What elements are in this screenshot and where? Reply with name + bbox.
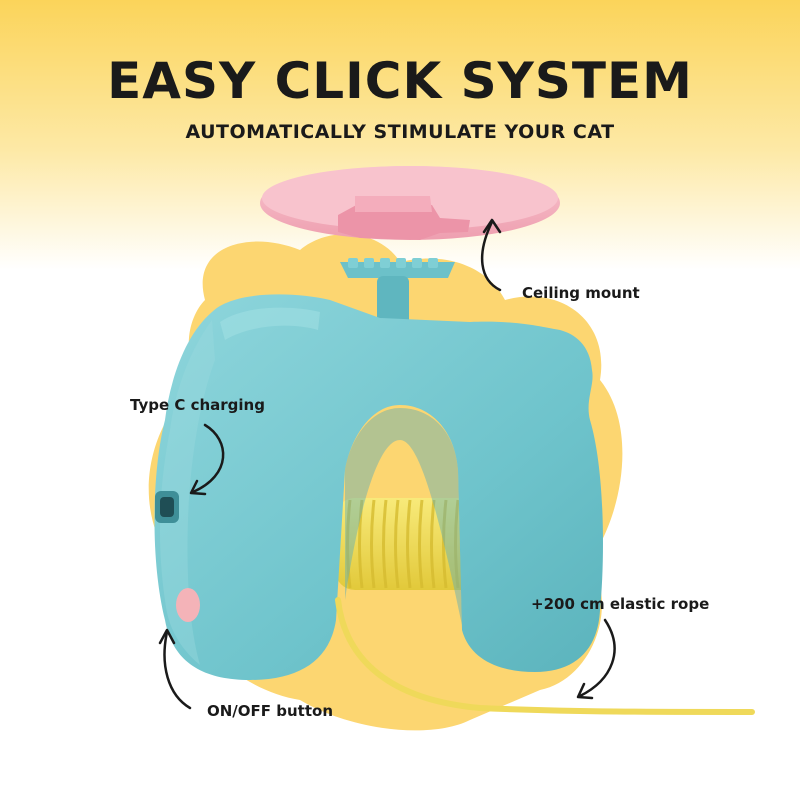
rope-arrow — [576, 618, 616, 700]
on-off-button — [176, 588, 200, 622]
type-c-charging-label: Type C charging — [130, 396, 265, 414]
type-c-port — [155, 491, 179, 523]
on-off-button-label: ON/OFF button — [207, 702, 333, 720]
ceiling-mount-plate — [260, 166, 560, 240]
on-off-arrow — [158, 628, 192, 710]
spring-coil — [335, 498, 495, 590]
ceiling-mount-arrow — [480, 218, 502, 292]
elastic-rope-label: +200 cm elastic rope — [531, 595, 710, 613]
mount-connector — [340, 258, 455, 336]
type-c-arrow — [189, 423, 225, 496]
device-body — [154, 294, 603, 680]
page-subtitle: AUTOMATICALLY STIMULATE YOUR CAT — [185, 121, 615, 143]
page-title: EASY CLICK SYSTEM — [107, 52, 693, 110]
ceiling-mount-label: Ceiling mount — [522, 284, 640, 302]
elastic-rope — [335, 597, 755, 715]
